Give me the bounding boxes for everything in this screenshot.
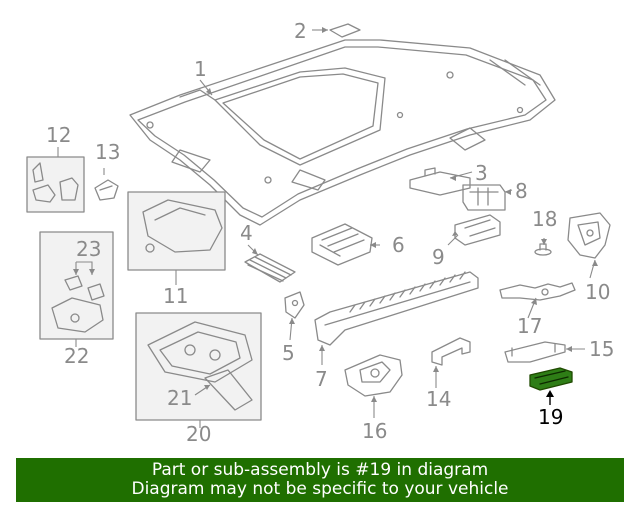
part-3-bracket <box>409 167 471 196</box>
callout-5: 5 <box>282 341 295 365</box>
part-13-clip <box>94 179 119 201</box>
part-14-grab-handle <box>431 337 471 366</box>
headliner-part <box>129 39 556 226</box>
callout-2: 2 <box>294 19 307 43</box>
part-17-harness <box>499 282 576 301</box>
callout-16: 16 <box>362 419 387 443</box>
callout-22: 22 <box>64 344 89 368</box>
info-banner: Part or sub-assembly is #19 in diagram D… <box>16 458 624 502</box>
part-6-cover <box>311 223 373 266</box>
callout-23: 23 <box>76 237 101 261</box>
callout-8: 8 <box>515 179 528 203</box>
part-15-handle <box>504 341 566 363</box>
callout-17: 17 <box>517 314 542 338</box>
banner-line-2: Diagram may not be specific to your vehi… <box>131 479 509 499</box>
callout-15: 15 <box>589 337 614 361</box>
callout-1: 1 <box>194 57 207 81</box>
callout-6: 6 <box>392 233 405 257</box>
part-2-pad <box>329 23 361 38</box>
part-19-highlighted <box>529 367 573 391</box>
callout-21: 21 <box>167 386 192 410</box>
part-5-clip <box>284 291 305 319</box>
banner-line-1: Part or sub-assembly is #19 in diagram <box>151 460 489 480</box>
callout-9: 9 <box>432 245 445 269</box>
part-10-bracket <box>567 212 611 259</box>
part-12-clip-set <box>26 156 85 213</box>
callout-14: 14 <box>426 387 451 411</box>
part-11-visor <box>127 191 226 271</box>
callout-20: 20 <box>186 422 211 446</box>
callout-10: 10 <box>585 280 610 304</box>
arrowheads <box>73 27 598 402</box>
part-4-grille <box>244 253 296 283</box>
callout-13: 13 <box>95 140 120 164</box>
callout-7: 7 <box>315 367 328 391</box>
part-7-rail <box>314 271 479 346</box>
callout-19: 19 <box>538 405 563 429</box>
part-16-handle-mount <box>344 354 403 397</box>
callout-11: 11 <box>163 284 188 308</box>
callout-12: 12 <box>46 123 71 147</box>
part-9-clip <box>454 214 501 246</box>
part-20-console <box>135 312 262 421</box>
part-8-clip <box>462 184 506 211</box>
callout-4: 4 <box>240 221 253 245</box>
callout-18: 18 <box>532 207 557 231</box>
callout-labels: 1 2 3 4 5 6 7 8 9 10 11 12 13 14 15 16 1… <box>46 19 614 446</box>
arrow-19 <box>546 390 554 405</box>
callout-3: 3 <box>475 161 488 185</box>
part-18-fastener <box>534 243 552 256</box>
